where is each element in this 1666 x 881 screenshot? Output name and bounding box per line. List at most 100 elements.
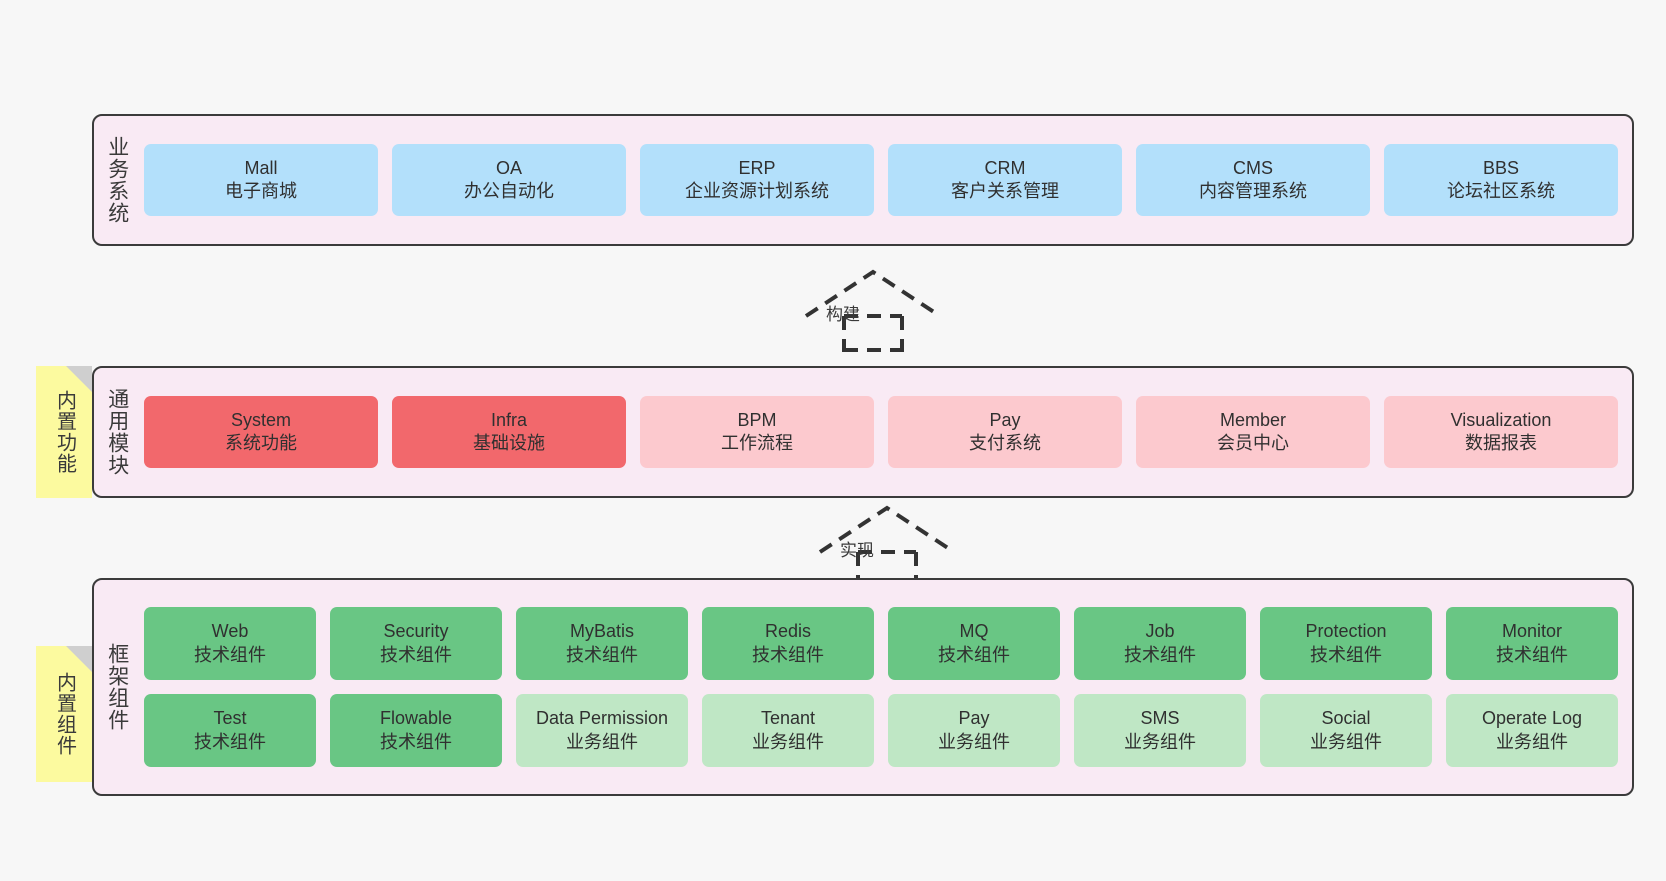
node-subtitle: 客户关系管理 xyxy=(951,181,1059,201)
node-title: ERP xyxy=(738,157,776,178)
node-title: Web xyxy=(211,621,249,642)
node-redis[interactable]: Redis 技术组件 xyxy=(702,607,874,680)
layer-body-framework-component: Web 技术组件 Security 技术组件 MyBatis 技术组件 Redi… xyxy=(140,580,1632,794)
node-bbs[interactable]: BBS 论坛社区系统 xyxy=(1384,144,1618,216)
node-subtitle: 技术组件 xyxy=(752,644,824,665)
node-subtitle: 电子商城 xyxy=(225,181,297,201)
node-subtitle: 论坛社区系统 xyxy=(1447,181,1555,201)
generalization-arrow-icon xyxy=(804,269,942,352)
layer-framework-component: 框架组件 Web 技术组件 Security 技术组件 MyBatis 技术组件… xyxy=(92,578,1634,796)
generalization-arrow-icon xyxy=(818,505,956,588)
layer-common-module: 通用模块 System 系统功能 Infra 基础设施 BPM 工作流程 Pay… xyxy=(92,366,1634,498)
node-subtitle: 会员中心 xyxy=(1217,433,1289,453)
node-row: Web 技术组件 Security 技术组件 MyBatis 技术组件 Redi… xyxy=(144,607,1618,680)
node-title: OA xyxy=(495,157,522,178)
node-mybatis[interactable]: MyBatis 技术组件 xyxy=(516,607,688,680)
node-subtitle: 办公自动化 xyxy=(464,181,554,201)
connector-label-implement: 实现 xyxy=(840,541,874,560)
node-subtitle: 业务组件 xyxy=(566,731,638,752)
node-pay-component[interactable]: Pay 业务组件 xyxy=(888,694,1060,767)
node-subtitle: 技术组件 xyxy=(1124,644,1196,665)
node-crm[interactable]: CRM 客户关系管理 xyxy=(888,144,1122,216)
node-title: BBS xyxy=(1482,157,1520,178)
node-title: Member xyxy=(1219,409,1286,430)
node-subtitle: 工作流程 xyxy=(721,433,793,453)
layer-body-business-system: Mall 电子商城 OA 办公自动化 ERP 企业资源计划系统 CRM 客户关系… xyxy=(140,116,1632,244)
node-sms[interactable]: SMS 业务组件 xyxy=(1074,694,1246,767)
sticky-note-label: 内置功能 xyxy=(53,390,76,474)
layer-title-framework-component: 框架组件 xyxy=(105,643,129,731)
node-subtitle: 企业资源计划系统 xyxy=(685,181,829,201)
node-system[interactable]: System 系统功能 xyxy=(144,396,378,468)
node-title: Protection xyxy=(1305,621,1387,642)
node-subtitle: 业务组件 xyxy=(938,731,1010,752)
node-title: Pay xyxy=(958,708,990,729)
node-title: Visualization xyxy=(1450,409,1552,430)
layer-title-common-module: 通用模块 xyxy=(105,388,129,476)
node-protection[interactable]: Protection 技术组件 xyxy=(1260,607,1432,680)
node-title: CMS xyxy=(1233,157,1273,178)
node-pay[interactable]: Pay 支付系统 xyxy=(888,396,1122,468)
node-title: MQ xyxy=(959,621,989,642)
node-row: System 系统功能 Infra 基础设施 BPM 工作流程 Pay 支付系统… xyxy=(144,396,1618,468)
sticky-note-builtin-component: 内置组件 xyxy=(36,646,92,782)
node-subtitle: 业务组件 xyxy=(1310,731,1382,752)
node-row: Test 技术组件 Flowable 技术组件 Data Permission … xyxy=(144,694,1618,767)
node-security[interactable]: Security 技术组件 xyxy=(330,607,502,680)
node-oa[interactable]: OA 办公自动化 xyxy=(392,144,626,216)
node-cms[interactable]: CMS 内容管理系统 xyxy=(1136,144,1370,216)
connector-label-build: 构建 xyxy=(826,305,860,324)
connector-build: 构建 xyxy=(798,264,948,354)
node-title: Monitor xyxy=(1501,621,1563,642)
node-test[interactable]: Test 技术组件 xyxy=(144,694,316,767)
node-row: Mall 电子商城 OA 办公自动化 ERP 企业资源计划系统 CRM 客户关系… xyxy=(144,144,1618,216)
node-subtitle: 技术组件 xyxy=(380,731,452,752)
node-job[interactable]: Job 技术组件 xyxy=(1074,607,1246,680)
node-title: Social xyxy=(1321,708,1371,729)
node-title: Pay xyxy=(989,409,1021,430)
node-title: MyBatis xyxy=(569,621,634,642)
node-operate-log[interactable]: Operate Log 业务组件 xyxy=(1446,694,1618,767)
sticky-note-label: 内置组件 xyxy=(53,672,76,756)
node-title: Redis xyxy=(764,621,812,642)
node-subtitle: 技术组件 xyxy=(380,644,452,665)
node-title: Data Permission xyxy=(535,708,669,729)
node-title: Infra xyxy=(490,409,528,430)
node-visualization[interactable]: Visualization 数据报表 xyxy=(1384,396,1618,468)
node-monitor[interactable]: Monitor 技术组件 xyxy=(1446,607,1618,680)
node-title: Job xyxy=(1145,621,1175,642)
node-flowable[interactable]: Flowable 技术组件 xyxy=(330,694,502,767)
node-title: Mall xyxy=(244,157,278,178)
node-web[interactable]: Web 技术组件 xyxy=(144,607,316,680)
node-data-permission[interactable]: Data Permission 业务组件 xyxy=(516,694,688,767)
node-title: Tenant xyxy=(760,708,816,729)
node-subtitle: 技术组件 xyxy=(194,644,266,665)
node-mall[interactable]: Mall 电子商城 xyxy=(144,144,378,216)
node-member[interactable]: Member 会员中心 xyxy=(1136,396,1370,468)
node-subtitle: 数据报表 xyxy=(1465,433,1537,453)
node-tenant[interactable]: Tenant 业务组件 xyxy=(702,694,874,767)
node-title: Security xyxy=(383,621,449,642)
node-bpm[interactable]: BPM 工作流程 xyxy=(640,396,874,468)
node-title: SMS xyxy=(1140,708,1180,729)
node-erp[interactable]: ERP 企业资源计划系统 xyxy=(640,144,874,216)
node-subtitle: 支付系统 xyxy=(969,433,1041,453)
connector-implement: 实现 xyxy=(812,500,962,590)
node-subtitle: 技术组件 xyxy=(194,731,266,752)
node-infra[interactable]: Infra 基础设施 xyxy=(392,396,626,468)
node-mq[interactable]: MQ 技术组件 xyxy=(888,607,1060,680)
node-subtitle: 业务组件 xyxy=(1496,731,1568,752)
sticky-note-builtin-function: 内置功能 xyxy=(36,366,92,498)
node-title: Flowable xyxy=(379,708,453,729)
node-subtitle: 业务组件 xyxy=(752,731,824,752)
node-subtitle: 内容管理系统 xyxy=(1199,181,1307,201)
node-subtitle: 系统功能 xyxy=(225,433,297,453)
node-title: System xyxy=(230,409,291,430)
node-social[interactable]: Social 业务组件 xyxy=(1260,694,1432,767)
node-subtitle: 技术组件 xyxy=(938,644,1010,665)
node-title: CRM xyxy=(984,157,1026,178)
node-subtitle: 业务组件 xyxy=(1124,731,1196,752)
node-title: BPM xyxy=(737,409,777,430)
node-subtitle: 技术组件 xyxy=(1496,644,1568,665)
